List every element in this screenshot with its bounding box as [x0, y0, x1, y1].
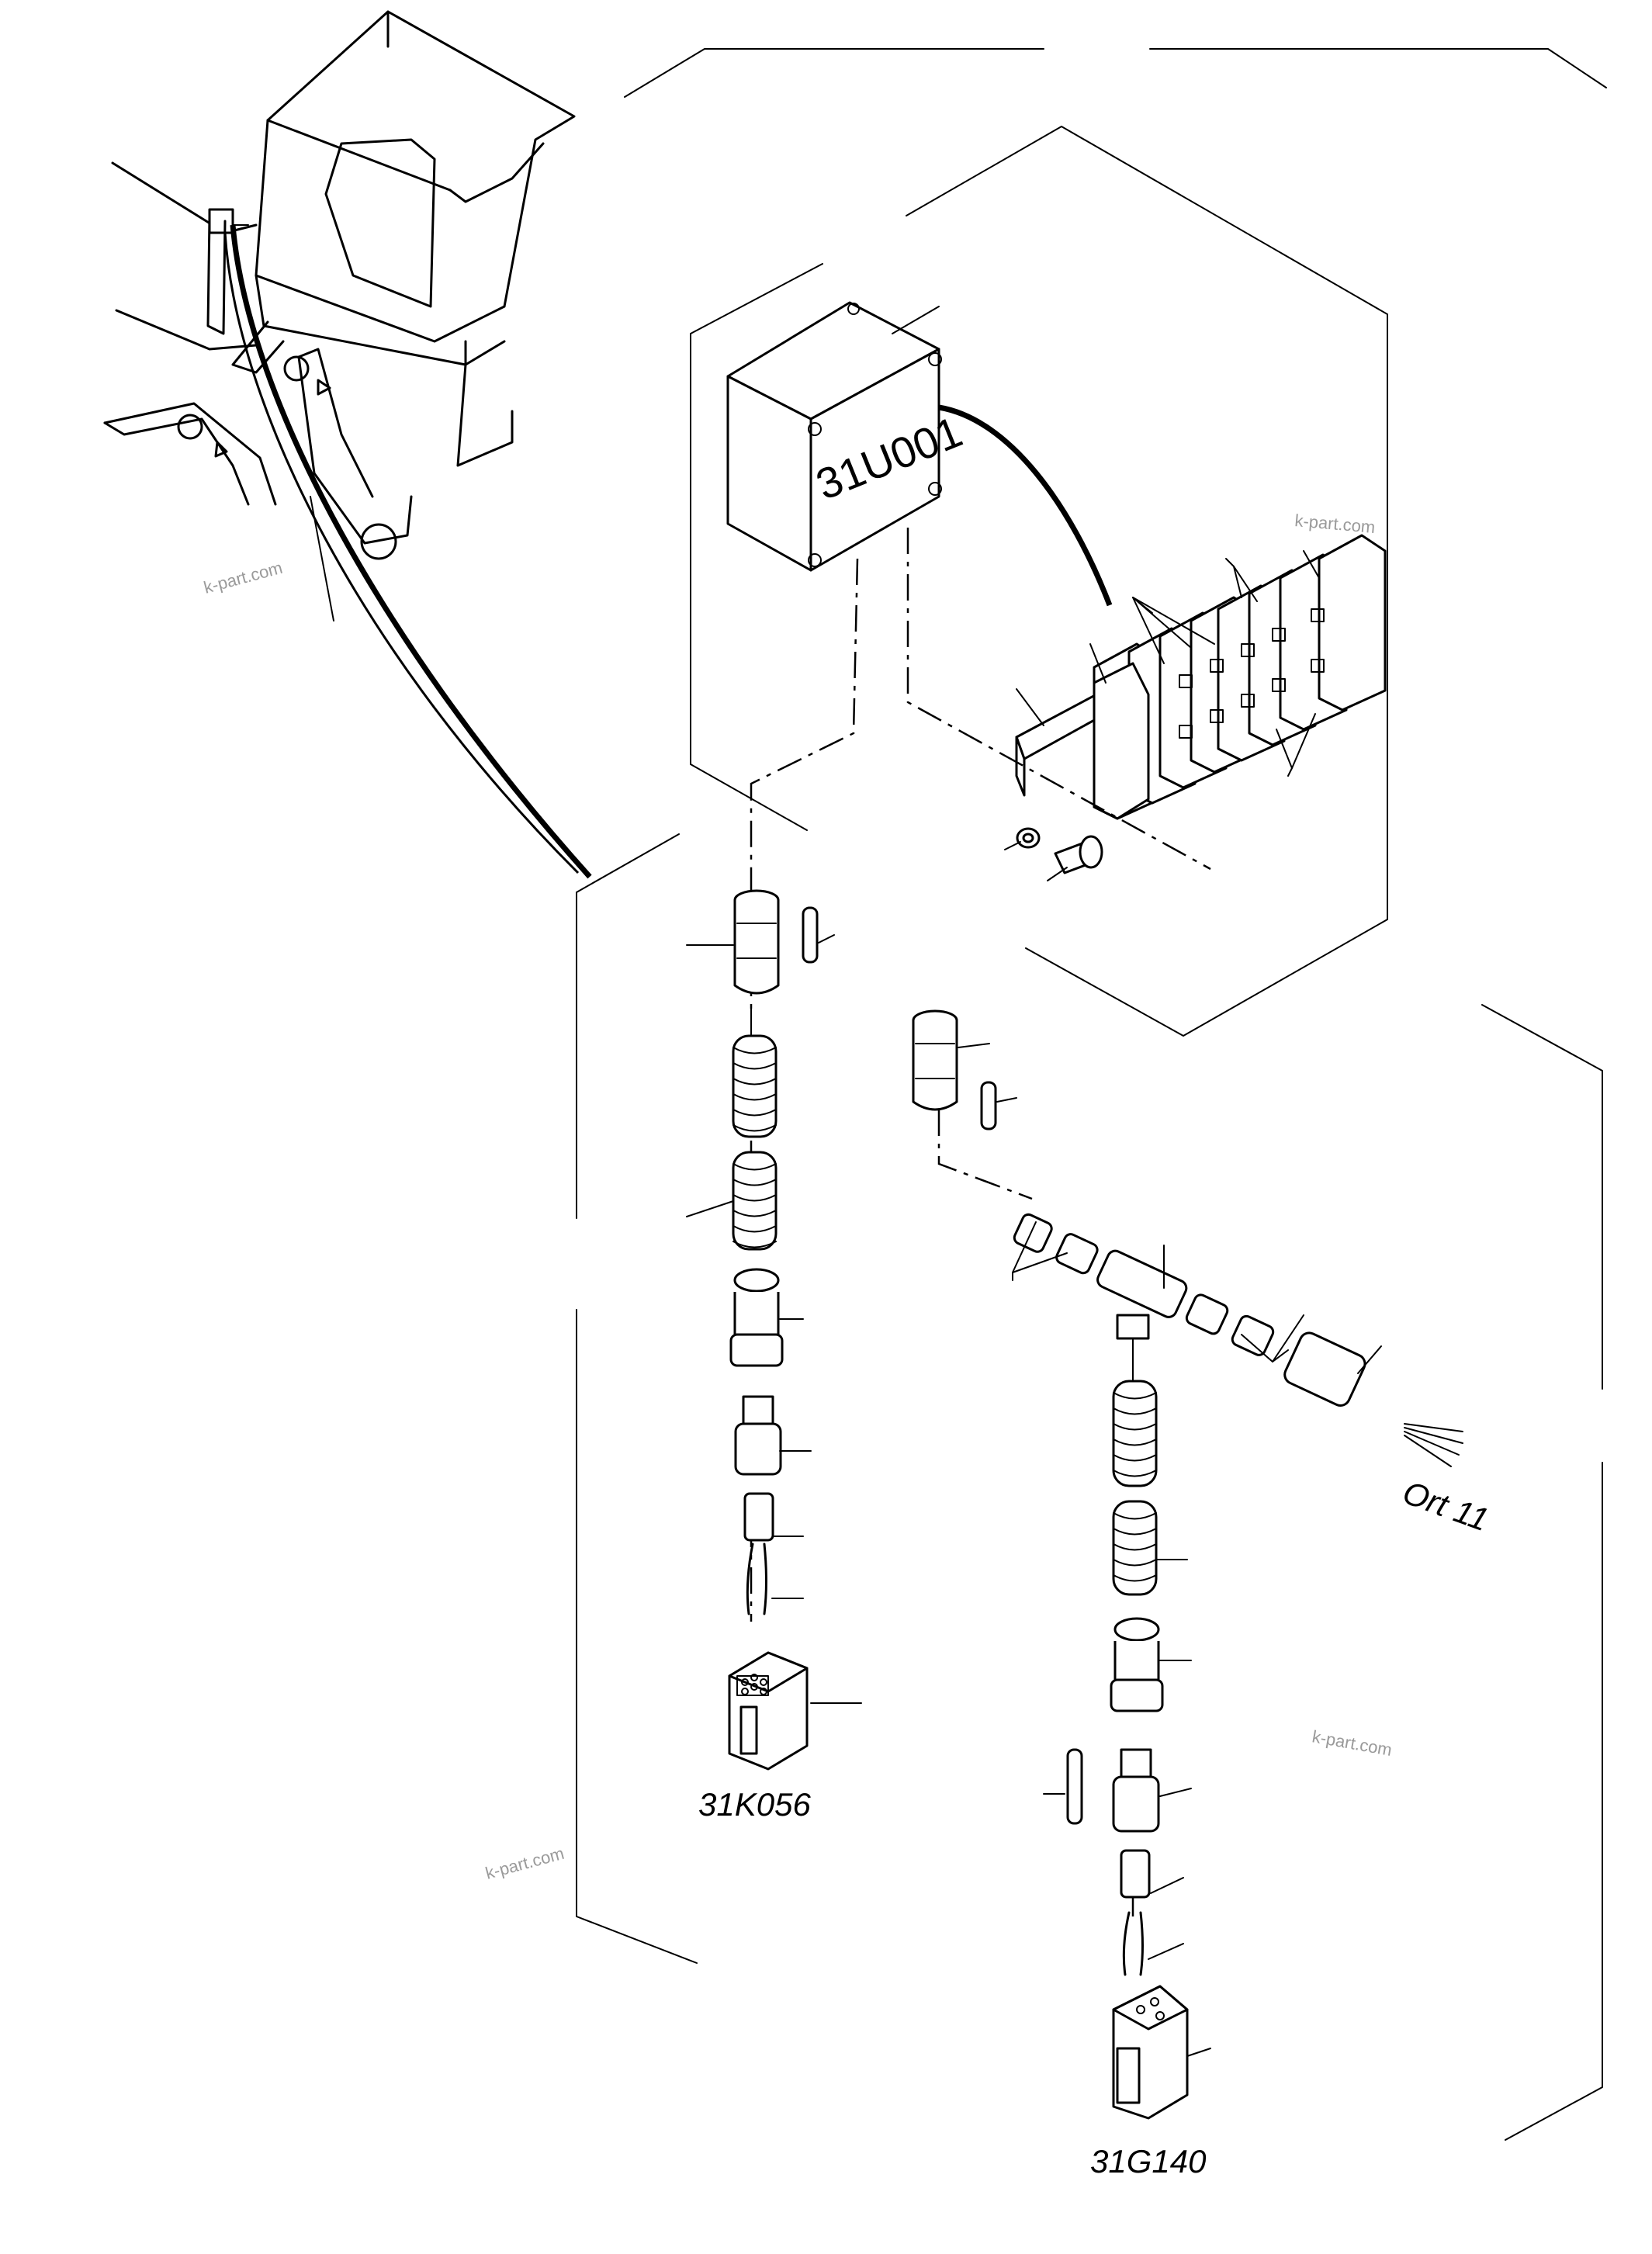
- watermark-1: k-part.com: [202, 558, 285, 597]
- watermark-4: k-part.com: [483, 1844, 566, 1883]
- label-31G140: 31G140: [1090, 2143, 1207, 2180]
- watermark-3: k-part.com: [1311, 1726, 1394, 1760]
- terminal-strip: [1004, 534, 1387, 881]
- junction-box: [726, 301, 942, 572]
- label-31K056: 31K056: [698, 1786, 811, 1823]
- right-harness-parts: [912, 1009, 1463, 2120]
- watermark-2: k-part.com: [1294, 511, 1377, 537]
- machine-cab-illustration: [103, 10, 592, 879]
- group-boundary-lines: [576, 48, 1607, 2141]
- left-harness-parts: [686, 889, 862, 1771]
- label-ort-11: Ort 11: [1398, 1473, 1494, 1538]
